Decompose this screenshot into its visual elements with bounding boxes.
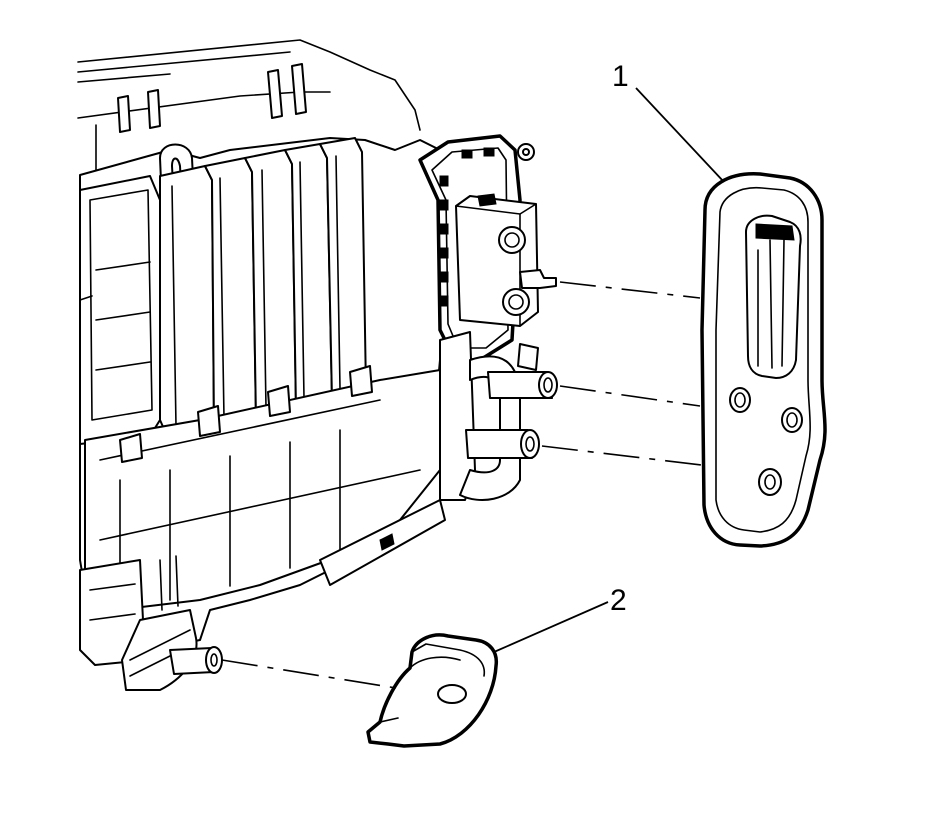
housing-fins [159, 137, 367, 439]
drain-cap-part-2 [366, 633, 499, 748]
callout-1-leader [635, 87, 725, 183]
expansion-valve-block [455, 193, 557, 327]
alignment-lines [221, 281, 711, 689]
frame-teeth [439, 147, 495, 307]
callout-2-leader [493, 601, 609, 653]
seal-plate-part-1 [700, 172, 827, 548]
callout-1-number: 1 [612, 60, 629, 93]
hvac-module-housing [77, 39, 456, 666]
refrigerant-tubes [439, 331, 558, 501]
drain-fitting [121, 555, 223, 691]
callout-2-number: 2 [610, 584, 627, 617]
